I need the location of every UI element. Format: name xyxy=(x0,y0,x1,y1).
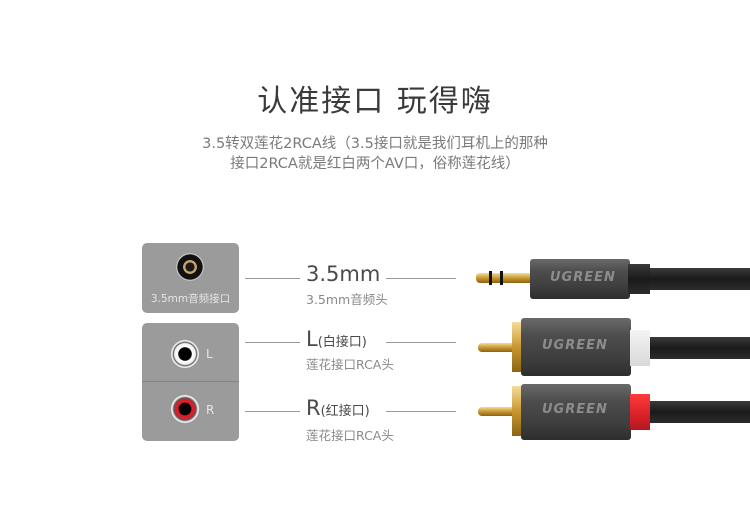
description: 3.5转双莲花2RCA线（3.5接口就是我们耳机上的那种 接口2RCA就是红白两… xyxy=(0,134,750,174)
leader-line xyxy=(245,342,300,343)
aux-port-label: 3.5mm音频接口 xyxy=(150,293,231,305)
leader-line xyxy=(386,411,456,412)
rca-red-jack-icon xyxy=(170,394,200,424)
brand-logo: UGREEN xyxy=(550,270,616,285)
panel-divider xyxy=(142,381,239,382)
description-line-1: 3.5转双莲花2RCA线（3.5接口就是我们耳机上的那种 xyxy=(202,136,548,152)
right-channel-letter: R xyxy=(206,403,215,417)
brand-logo: UGREEN xyxy=(542,338,608,353)
connector-sub-right: 莲花接口RCA头 xyxy=(306,428,394,443)
brand-logo: UGREEN xyxy=(542,402,608,417)
leader-line xyxy=(386,342,456,343)
connector-sub-aux: 3.5mm音频头 xyxy=(306,292,388,307)
left-channel-letter: L xyxy=(206,347,213,361)
rca-white-jack-icon xyxy=(170,339,200,369)
connector-sub-left: 莲花接口RCA头 xyxy=(306,357,394,372)
aux-port-panel: 3.5mm音频接口 xyxy=(142,243,239,313)
leader-line xyxy=(245,411,300,412)
connector-label-left: L(白接口) xyxy=(306,327,367,351)
connector-label-aux: 3.5mm xyxy=(306,262,381,286)
description-line-2: 接口2RCA就是红白两个AV口，俗称莲花线） xyxy=(230,156,520,172)
connector-label-right: R(红接口) xyxy=(306,396,370,420)
leader-line xyxy=(245,278,300,279)
leader-line xyxy=(386,278,456,279)
rca-port-panel: L R xyxy=(142,323,239,441)
page-title: 认准接口 玩得嗨 xyxy=(257,84,493,119)
aux-jack-icon xyxy=(176,253,204,281)
